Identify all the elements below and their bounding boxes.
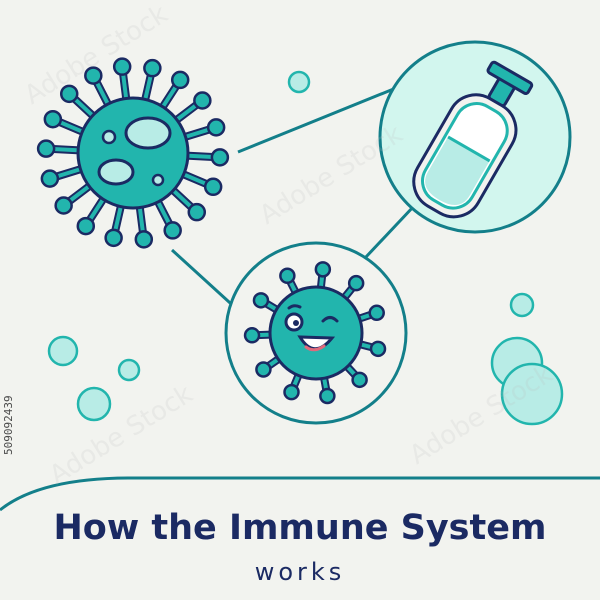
bubbles [47, 70, 564, 426]
virus-icon [36, 57, 230, 249]
vaccine-bottle-icon [412, 60, 534, 219]
bottom-wave [0, 476, 600, 512]
bubble-icon [47, 335, 79, 367]
happy-virus-icon [243, 261, 387, 405]
bubble-icon [509, 292, 535, 318]
stock-id: 509092439 [2, 395, 15, 455]
bubble-icon [76, 386, 112, 422]
connector-lines [170, 86, 416, 314]
bubble-icon [287, 70, 311, 94]
happy-virus-bubble [224, 241, 408, 425]
page-title: How the Immune System [53, 508, 547, 548]
page-subtitle: works [254, 558, 346, 586]
vaccine-bubble [378, 40, 572, 234]
virus-face [284, 304, 339, 352]
bubble-icon [500, 362, 564, 426]
bubble-icon [117, 358, 141, 382]
